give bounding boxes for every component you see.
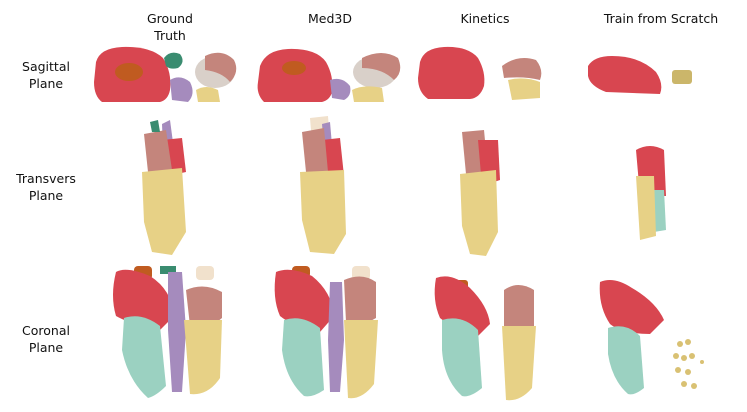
pancreas-pink bbox=[362, 53, 401, 80]
bowel-yellow bbox=[502, 326, 536, 401]
liver-red bbox=[113, 269, 174, 330]
pancreas-pink bbox=[344, 276, 376, 325]
coronal-kinetics bbox=[434, 276, 536, 401]
pancreas-pink bbox=[186, 286, 222, 327]
pancreas-pink bbox=[302, 128, 328, 172]
row-label-coronal: Coronal Plane bbox=[6, 322, 86, 356]
column-title-line1: Ground bbox=[147, 11, 193, 26]
bowel-yellow bbox=[142, 168, 186, 255]
pancreas-pink bbox=[205, 52, 237, 82]
row-label-line1: Transvers bbox=[16, 171, 76, 186]
sagittal-ground-truth bbox=[94, 46, 237, 102]
bowel-yellow bbox=[184, 320, 222, 395]
stomach-green bbox=[164, 52, 183, 69]
row-label-line2: Plane bbox=[28, 76, 64, 91]
sagittal-kinetics bbox=[418, 46, 542, 100]
bowel-yellow-fragments bbox=[673, 339, 704, 389]
spleen-orange bbox=[115, 63, 143, 81]
row-label-transverse: Transvers Plane bbox=[6, 170, 86, 204]
column-title-line1: Train from Scratch bbox=[603, 11, 719, 26]
column-title-line2: Truth bbox=[154, 28, 186, 43]
stomach-green bbox=[160, 266, 176, 274]
bowel-yellow bbox=[508, 78, 540, 100]
liver-red bbox=[274, 269, 334, 332]
column-title-train-from-scratch: Train from Scratch bbox=[597, 10, 725, 27]
kidney-purple bbox=[170, 77, 193, 102]
row-label-line1: Coronal bbox=[22, 323, 70, 338]
kidney-purple bbox=[328, 282, 344, 392]
coronal-ground-truth bbox=[113, 266, 222, 398]
liver-red bbox=[588, 56, 662, 94]
row-label-line2: Plane bbox=[28, 340, 64, 355]
transverse-kinetics bbox=[460, 130, 500, 256]
row-label-line1: Sagittal bbox=[22, 59, 70, 74]
kidney-teal bbox=[282, 318, 324, 397]
bowel-yellow bbox=[196, 87, 220, 102]
liver-red bbox=[418, 46, 485, 99]
kidney-purple bbox=[168, 272, 186, 392]
kidney-teal bbox=[608, 326, 644, 395]
stomach-green bbox=[150, 120, 160, 132]
bowel-yellow bbox=[344, 320, 378, 399]
pancreas-pink bbox=[502, 58, 542, 80]
gallbladder-cream bbox=[196, 266, 214, 280]
kidney-teal bbox=[442, 318, 482, 397]
row-label-sagittal: Sagittal Plane bbox=[6, 58, 86, 92]
column-title-kinetics: Kinetics bbox=[425, 10, 545, 27]
transverse-med3d bbox=[300, 116, 346, 254]
bowel-yellow bbox=[672, 70, 692, 84]
column-title-ground-truth: Ground Truth bbox=[110, 10, 230, 44]
liver-red bbox=[257, 48, 333, 102]
bowel-yellow bbox=[460, 170, 498, 256]
column-title-med3d: Med3D bbox=[270, 10, 390, 27]
coronal-train-from-scratch bbox=[599, 280, 704, 395]
sagittal-med3d bbox=[257, 48, 401, 102]
sagittal-train-from-scratch bbox=[588, 56, 692, 94]
bowel-yellow bbox=[636, 176, 656, 240]
kidney-purple bbox=[330, 78, 351, 100]
column-title-line1: Med3D bbox=[308, 11, 352, 26]
transverse-train-from-scratch bbox=[636, 146, 666, 240]
bowel-yellow bbox=[300, 170, 346, 254]
gallbladder-cream bbox=[352, 266, 370, 280]
transverse-ground-truth bbox=[142, 120, 186, 255]
liver-red bbox=[599, 280, 664, 334]
coronal-med3d bbox=[274, 266, 378, 399]
pancreas-pink bbox=[144, 130, 172, 172]
spleen-orange bbox=[282, 61, 306, 75]
row-label-line2: Plane bbox=[28, 188, 64, 203]
bowel-yellow bbox=[352, 86, 384, 102]
column-title-line1: Kinetics bbox=[460, 11, 510, 26]
kidney-teal bbox=[122, 316, 166, 398]
pancreas-pink bbox=[504, 285, 534, 331]
